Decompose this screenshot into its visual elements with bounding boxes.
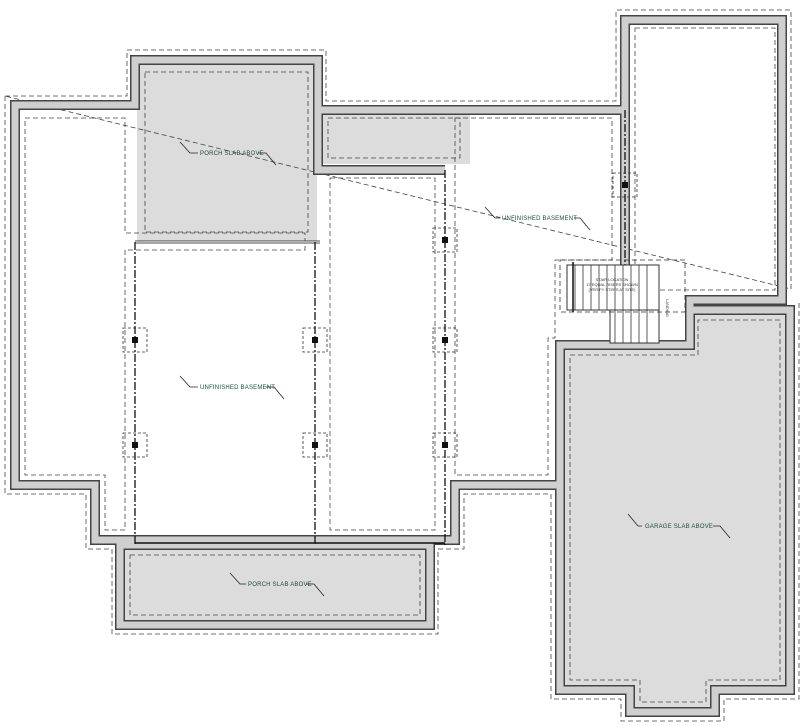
stair-note-line-1: STAIR LOCATION	[596, 277, 629, 282]
landing-label: LANDING	[665, 299, 670, 317]
slab-areas	[122, 63, 790, 712]
garage-slab	[560, 310, 790, 712]
porch-slab-top	[137, 63, 317, 241]
porch-slab-bottom	[122, 546, 430, 624]
porch-slab-top-label: PORCH SLAB ABOVE	[200, 151, 264, 157]
stair	[559, 259, 686, 344]
stair-note-line-2: 17 EQUAL RISERS SHOWN	[586, 282, 638, 287]
garage-slab-label: GARAGE SLAB ABOVE	[645, 524, 713, 530]
column-pads	[122, 172, 638, 458]
porch-slab-bottom-label: PORCH SLAB ABOVE	[248, 582, 312, 588]
porch-slab-connector	[318, 112, 470, 164]
labels: PORCH SLAB ABOVE UNFINISHED BASEMENT UNF…	[179, 141, 731, 597]
stair-note-line-3: (VERIFY STEPS AT SITE)	[589, 287, 637, 292]
basement-main-label: UNFINISHED BASEMENT	[200, 385, 275, 391]
basement-right-label: UNFINISHED BASEMENT	[502, 216, 577, 222]
footing-dashed-lines	[4, 9, 800, 722]
